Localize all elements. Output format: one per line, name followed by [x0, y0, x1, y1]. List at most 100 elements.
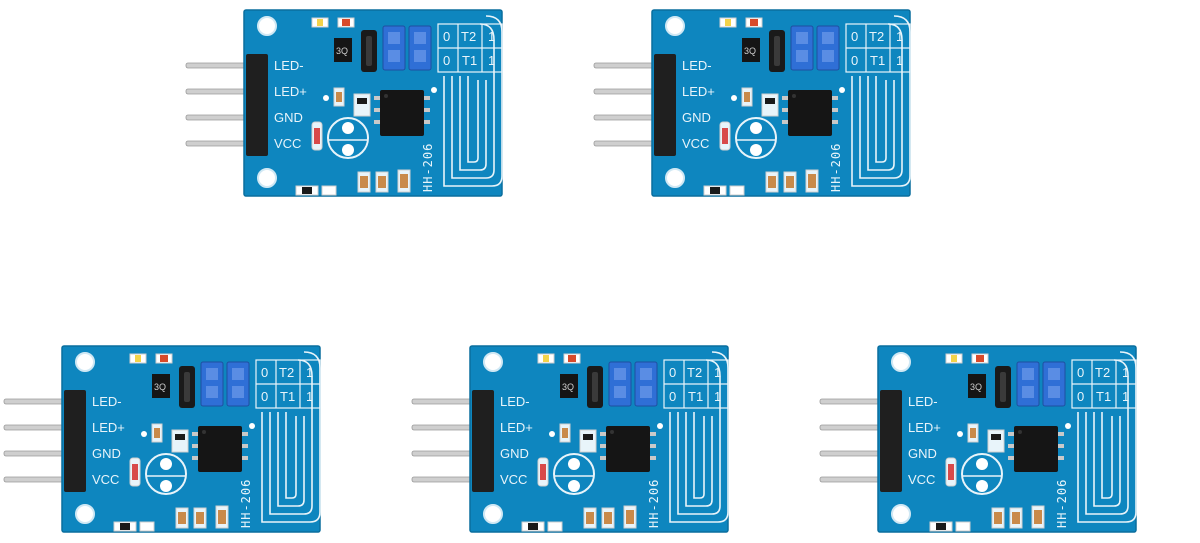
pin-label-led-plus: LED+: [274, 84, 307, 99]
touch-pad-tracks: [669, 351, 729, 523]
mounting-hole: [75, 504, 95, 524]
transistor: [968, 374, 986, 398]
jumper-caps: [1016, 361, 1066, 407]
mounting-hole: [257, 16, 277, 36]
mode-table-cell: 1: [1122, 389, 1129, 404]
smd-capacitor: [547, 521, 563, 532]
mode-table-cell: T1: [870, 53, 885, 68]
smd-resistor: [171, 429, 189, 453]
mounting-hole: [483, 352, 503, 372]
pin-label-vcc: VCC: [274, 136, 301, 151]
ic-chip: [600, 426, 656, 472]
touch-dimmer-module: LED- LED+ GND VCC 3Q: [185, 9, 503, 197]
mode-table-cell: 1: [488, 29, 495, 44]
pin-label-gnd: GND: [908, 446, 937, 461]
pin-header-block: [880, 390, 902, 492]
pin-label-led-minus: LED-: [92, 394, 122, 409]
jumper-caps: [382, 25, 432, 71]
header-pins: [593, 62, 657, 147]
mounting-hole: [75, 352, 95, 372]
smd-resistor: [353, 93, 371, 117]
mode-table-cell: 0: [443, 53, 450, 68]
mode-table-cell: 1: [306, 365, 313, 380]
jumper-caps: [200, 361, 250, 407]
component-footprint: [553, 453, 595, 495]
mode-table-cell: 0: [1077, 389, 1084, 404]
mode-table-cell: 1: [714, 389, 721, 404]
transistor-marking: 3Q: [336, 46, 348, 56]
pin-label-vcc: VCC: [92, 472, 119, 487]
touch-dimmer-module: LED- LED+ GND VCC 3Q: [3, 345, 321, 533]
smd-capacitor: [955, 521, 971, 532]
pin-label-gnd: GND: [500, 446, 529, 461]
pin-label-vcc: VCC: [682, 136, 709, 151]
pin-label-led-minus: LED-: [908, 394, 938, 409]
smd-capacitor: [729, 185, 745, 196]
mode-table-cell: 1: [896, 53, 903, 68]
mode-table-cell: T2: [687, 365, 702, 380]
mounting-hole: [891, 504, 911, 524]
header-pins: [185, 62, 249, 147]
pin-label-gnd: GND: [682, 110, 711, 125]
touch-pad-tracks: [443, 15, 503, 187]
pin-header-block: [64, 390, 86, 492]
mode-table-cell: 0: [261, 365, 268, 380]
component-footprint: [145, 453, 187, 495]
mode-table-cell: 1: [306, 389, 313, 404]
ic-chip: [192, 426, 248, 472]
touch-pad-tracks: [851, 15, 911, 187]
pin-header-block: [654, 54, 676, 156]
transistor-marking: 3Q: [970, 382, 982, 392]
mode-table-cell: 0: [1077, 365, 1084, 380]
transistor: [152, 374, 170, 398]
jumper-caps: [608, 361, 658, 407]
smd-resistor: [987, 429, 1005, 453]
mode-table-cell: 0: [261, 389, 268, 404]
mounting-hole: [665, 168, 685, 188]
mode-table-cell: T1: [688, 389, 703, 404]
touch-dimmer-module: LED- LED+ GND VCC 3Q: [593, 9, 911, 197]
component-footprint: [327, 117, 369, 159]
mode-table-cell: 1: [488, 53, 495, 68]
smd-resistor: [579, 429, 597, 453]
mode-table-cell: T1: [462, 53, 477, 68]
mounting-hole: [257, 168, 277, 188]
pin-label-led-plus: LED+: [682, 84, 715, 99]
touch-dimmer-module: LED- LED+ GND VCC 3Q: [411, 345, 729, 533]
mounting-hole: [891, 352, 911, 372]
model-label: HH-206: [239, 479, 253, 528]
smd-capacitor: [321, 185, 337, 196]
transistor: [334, 38, 352, 62]
smd-capacitor: [139, 521, 155, 532]
mode-table-cell: 0: [669, 365, 676, 380]
mode-table-cell: 1: [896, 29, 903, 44]
model-label: HH-206: [1055, 479, 1069, 528]
mounting-hole: [483, 504, 503, 524]
model-label: HH-206: [647, 479, 661, 528]
model-label: HH-206: [829, 143, 843, 192]
mode-table-cell: T2: [461, 29, 476, 44]
pin-header-block: [472, 390, 494, 492]
mode-table-cell: T1: [280, 389, 295, 404]
component-footprint: [961, 453, 1003, 495]
touch-pad-tracks: [1077, 351, 1137, 523]
mode-table-cell: T1: [1096, 389, 1111, 404]
header-pins: [3, 398, 67, 483]
mode-table-cell: 1: [714, 365, 721, 380]
mode-table-cell: 0: [851, 53, 858, 68]
transistor: [742, 38, 760, 62]
pin-label-led-minus: LED-: [682, 58, 712, 73]
header-pins: [819, 398, 883, 483]
transistor-marking: 3Q: [562, 382, 574, 392]
pin-label-gnd: GND: [92, 446, 121, 461]
jumper-caps: [790, 25, 840, 71]
pin-label-gnd: GND: [274, 110, 303, 125]
ic-chip: [374, 90, 430, 136]
pin-header-block: [246, 54, 268, 156]
transistor-marking: 3Q: [154, 382, 166, 392]
mode-table-cell: 1: [1122, 365, 1129, 380]
smd-resistor: [761, 93, 779, 117]
ic-chip: [782, 90, 838, 136]
mode-table-cell: 0: [669, 389, 676, 404]
pin-label-led-minus: LED-: [274, 58, 304, 73]
